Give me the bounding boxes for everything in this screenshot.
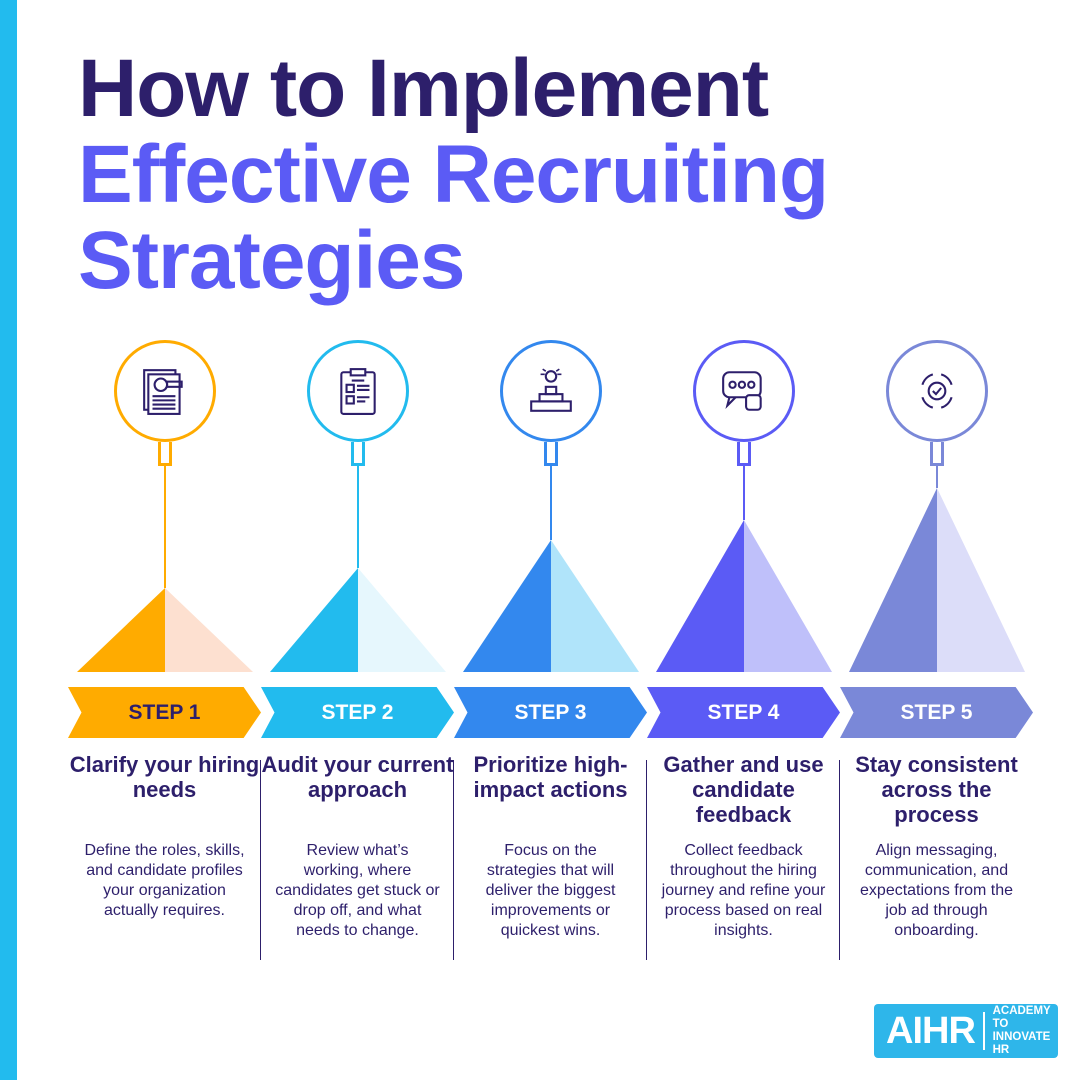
triangle-left-half <box>270 568 358 672</box>
step-triangle <box>656 520 832 672</box>
step-chevron: STEP 4 <box>647 687 840 738</box>
step-icon-circle <box>114 340 216 442</box>
title-line-2: Effective Recruiting <box>78 129 829 220</box>
logo-text: AIHR <box>886 1009 976 1052</box>
triangle-right-half <box>165 588 253 672</box>
step-triangle <box>77 588 253 672</box>
step-description: Focus on the strategies that will delive… <box>485 842 616 939</box>
step-column-1: STEP 1 Clarify your hiring needs Define … <box>68 0 261 1080</box>
step-label: STEP 2 <box>321 700 394 724</box>
step-triangle <box>849 488 1025 672</box>
step-icon-circle <box>307 340 409 442</box>
step-heading: Gather and use candidate feedback <box>663 752 824 827</box>
title-line-1: How to Implement <box>78 43 769 134</box>
column-divider <box>646 760 647 960</box>
step-label: STEP 1 <box>128 700 201 724</box>
step-triangle <box>463 540 639 672</box>
column-divider <box>260 760 261 960</box>
step-column-2: STEP 2 Audit your current approach Revie… <box>260 0 454 1080</box>
connector-line <box>743 466 745 520</box>
triangle-right-half <box>744 520 832 672</box>
step-chevron: STEP 5 <box>840 687 1033 738</box>
step-heading: Prioritize high-impact actions <box>473 752 628 802</box>
connector-line <box>164 466 166 588</box>
step-heading: Clarify your hiring needs <box>69 752 260 802</box>
title-line-3: Strategies <box>78 215 466 306</box>
connector-line <box>936 466 938 488</box>
triangle-left-half <box>656 520 744 672</box>
step-label: STEP 5 <box>900 700 973 724</box>
step-label: STEP 4 <box>707 700 780 724</box>
step-heading: Stay consistent across the process <box>855 752 1018 827</box>
logo-divider <box>982 1012 985 1050</box>
clipboard-checklist-icon <box>340 368 376 415</box>
sidebar-accent-bar <box>0 0 17 1080</box>
step-description: Review what’s working, where candidates … <box>275 842 440 939</box>
step-heading: Audit your current approach <box>261 752 454 802</box>
triangle-left-half <box>77 588 165 672</box>
step-description: Define the roles, skills, and candidate … <box>84 842 245 919</box>
step-column-3: STEP 3 Prioritize high-impact actions Fo… <box>453 0 647 1080</box>
step-description: Align messaging, communication, and expe… <box>860 842 1013 939</box>
cycle-check-icon <box>921 373 953 409</box>
connector-tab <box>930 442 944 466</box>
resume-search-icon <box>143 369 183 415</box>
connector-tab <box>544 442 558 466</box>
triangle-left-half <box>463 540 551 672</box>
step-column-4: STEP 4 Gather and use candidate feedback… <box>646 0 840 1080</box>
page-title: How to Implement Effective Recruiting St… <box>78 43 829 306</box>
connector-tab <box>351 442 365 466</box>
step-description: Collect feedback throughout the hiring j… <box>661 842 826 939</box>
feedback-chat-icon <box>722 371 762 411</box>
podium-icon <box>530 368 572 412</box>
step-icon-circle <box>500 340 602 442</box>
step-triangle <box>270 568 446 672</box>
triangle-right-half <box>937 488 1025 672</box>
column-divider <box>839 760 840 960</box>
connector-line <box>357 466 359 568</box>
connector-tab <box>737 442 751 466</box>
step-chevron: STEP 2 <box>261 687 454 738</box>
step-chevron: STEP 3 <box>454 687 647 738</box>
triangle-right-half <box>551 540 639 672</box>
connector-line <box>550 466 552 540</box>
step-icon-circle <box>693 340 795 442</box>
step-icon-circle <box>886 340 988 442</box>
column-divider <box>453 760 454 960</box>
triangle-right-half <box>358 568 446 672</box>
step-column-5: STEP 5 Stay consistent across the proces… <box>839 0 1033 1080</box>
step-label: STEP 3 <box>514 700 587 724</box>
step-chevron: STEP 1 <box>68 687 261 738</box>
triangle-left-half <box>849 488 937 672</box>
connector-tab <box>158 442 172 466</box>
